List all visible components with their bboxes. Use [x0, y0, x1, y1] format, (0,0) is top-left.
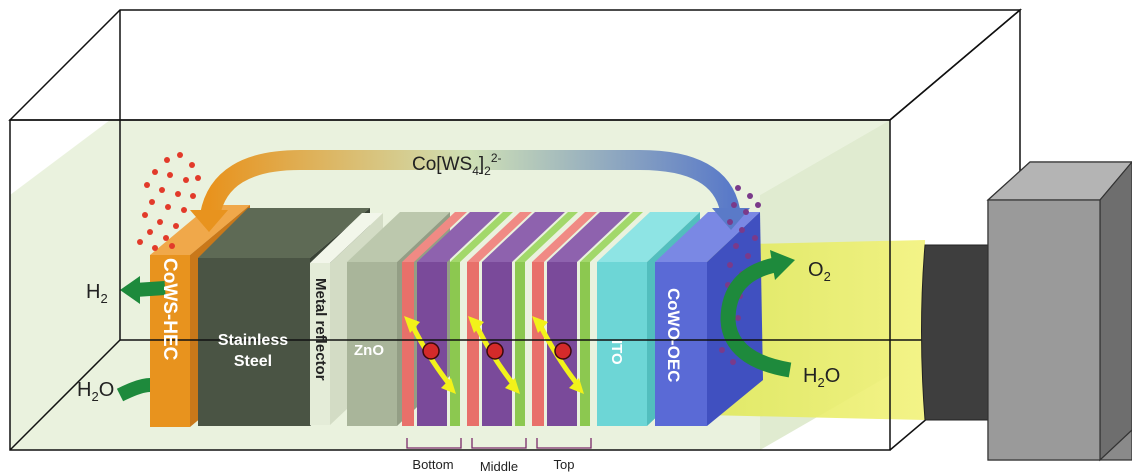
h2o-in-arrow-left [116, 378, 151, 402]
water-oxidation-arrow [720, 250, 795, 378]
bottom-charge-dot [422, 342, 440, 360]
cell-brackets [406, 438, 592, 449]
cows-hec-top [150, 205, 250, 255]
metal-reflector-label: Metal reflector [312, 278, 329, 381]
h2-out-arrow [120, 276, 166, 304]
light-source-lamp [921, 161, 1132, 462]
cows-hec-label: CoWS-HEC [159, 258, 180, 361]
stainless-label-line2: Steel [234, 353, 272, 370]
middle-charge-dot [486, 342, 504, 360]
middle-green-layer [515, 262, 525, 426]
complex-label: Co[WS4]22- [412, 151, 502, 178]
h2o-left-label: H2O [77, 379, 114, 404]
zno-label: ZnO [354, 342, 384, 359]
charge-separation-arrows [404, 316, 584, 394]
container-box [8, 8, 1023, 451]
bottom-green-layer [450, 262, 460, 426]
zno-layer [347, 262, 397, 426]
top-charge-dot [554, 342, 572, 360]
bottom-red-layer [402, 262, 414, 426]
stainless-label-line1: Stainless [218, 332, 288, 349]
cowo-oec-label: CoWO-OEC [664, 288, 683, 382]
ito-label: ITO [608, 340, 625, 365]
top-cell-label: Top [554, 457, 575, 472]
metal-reflector-layer [310, 263, 330, 425]
cowo-oec-layer [655, 262, 707, 426]
o2-label: O2 [808, 259, 831, 284]
middle-red-layer [467, 262, 479, 426]
top-red-layer [532, 262, 544, 426]
bottom-cell-label: Bottom [412, 457, 453, 472]
middle-charge-arrow [468, 316, 520, 394]
bottom-charge-arrow [404, 316, 456, 394]
top-charge-arrow [532, 316, 584, 394]
redox-arc-arrow [190, 150, 750, 232]
ito-layer [597, 262, 647, 426]
h2-bubbles [137, 152, 201, 251]
h2-label: H2 [86, 281, 108, 306]
electrode-stack [150, 205, 763, 427]
stainless-steel-layer [198, 258, 310, 426]
middle-cell-label: Middle [480, 459, 518, 474]
top-green-layer [580, 262, 590, 426]
h2o-right-label: H2O [803, 365, 840, 390]
